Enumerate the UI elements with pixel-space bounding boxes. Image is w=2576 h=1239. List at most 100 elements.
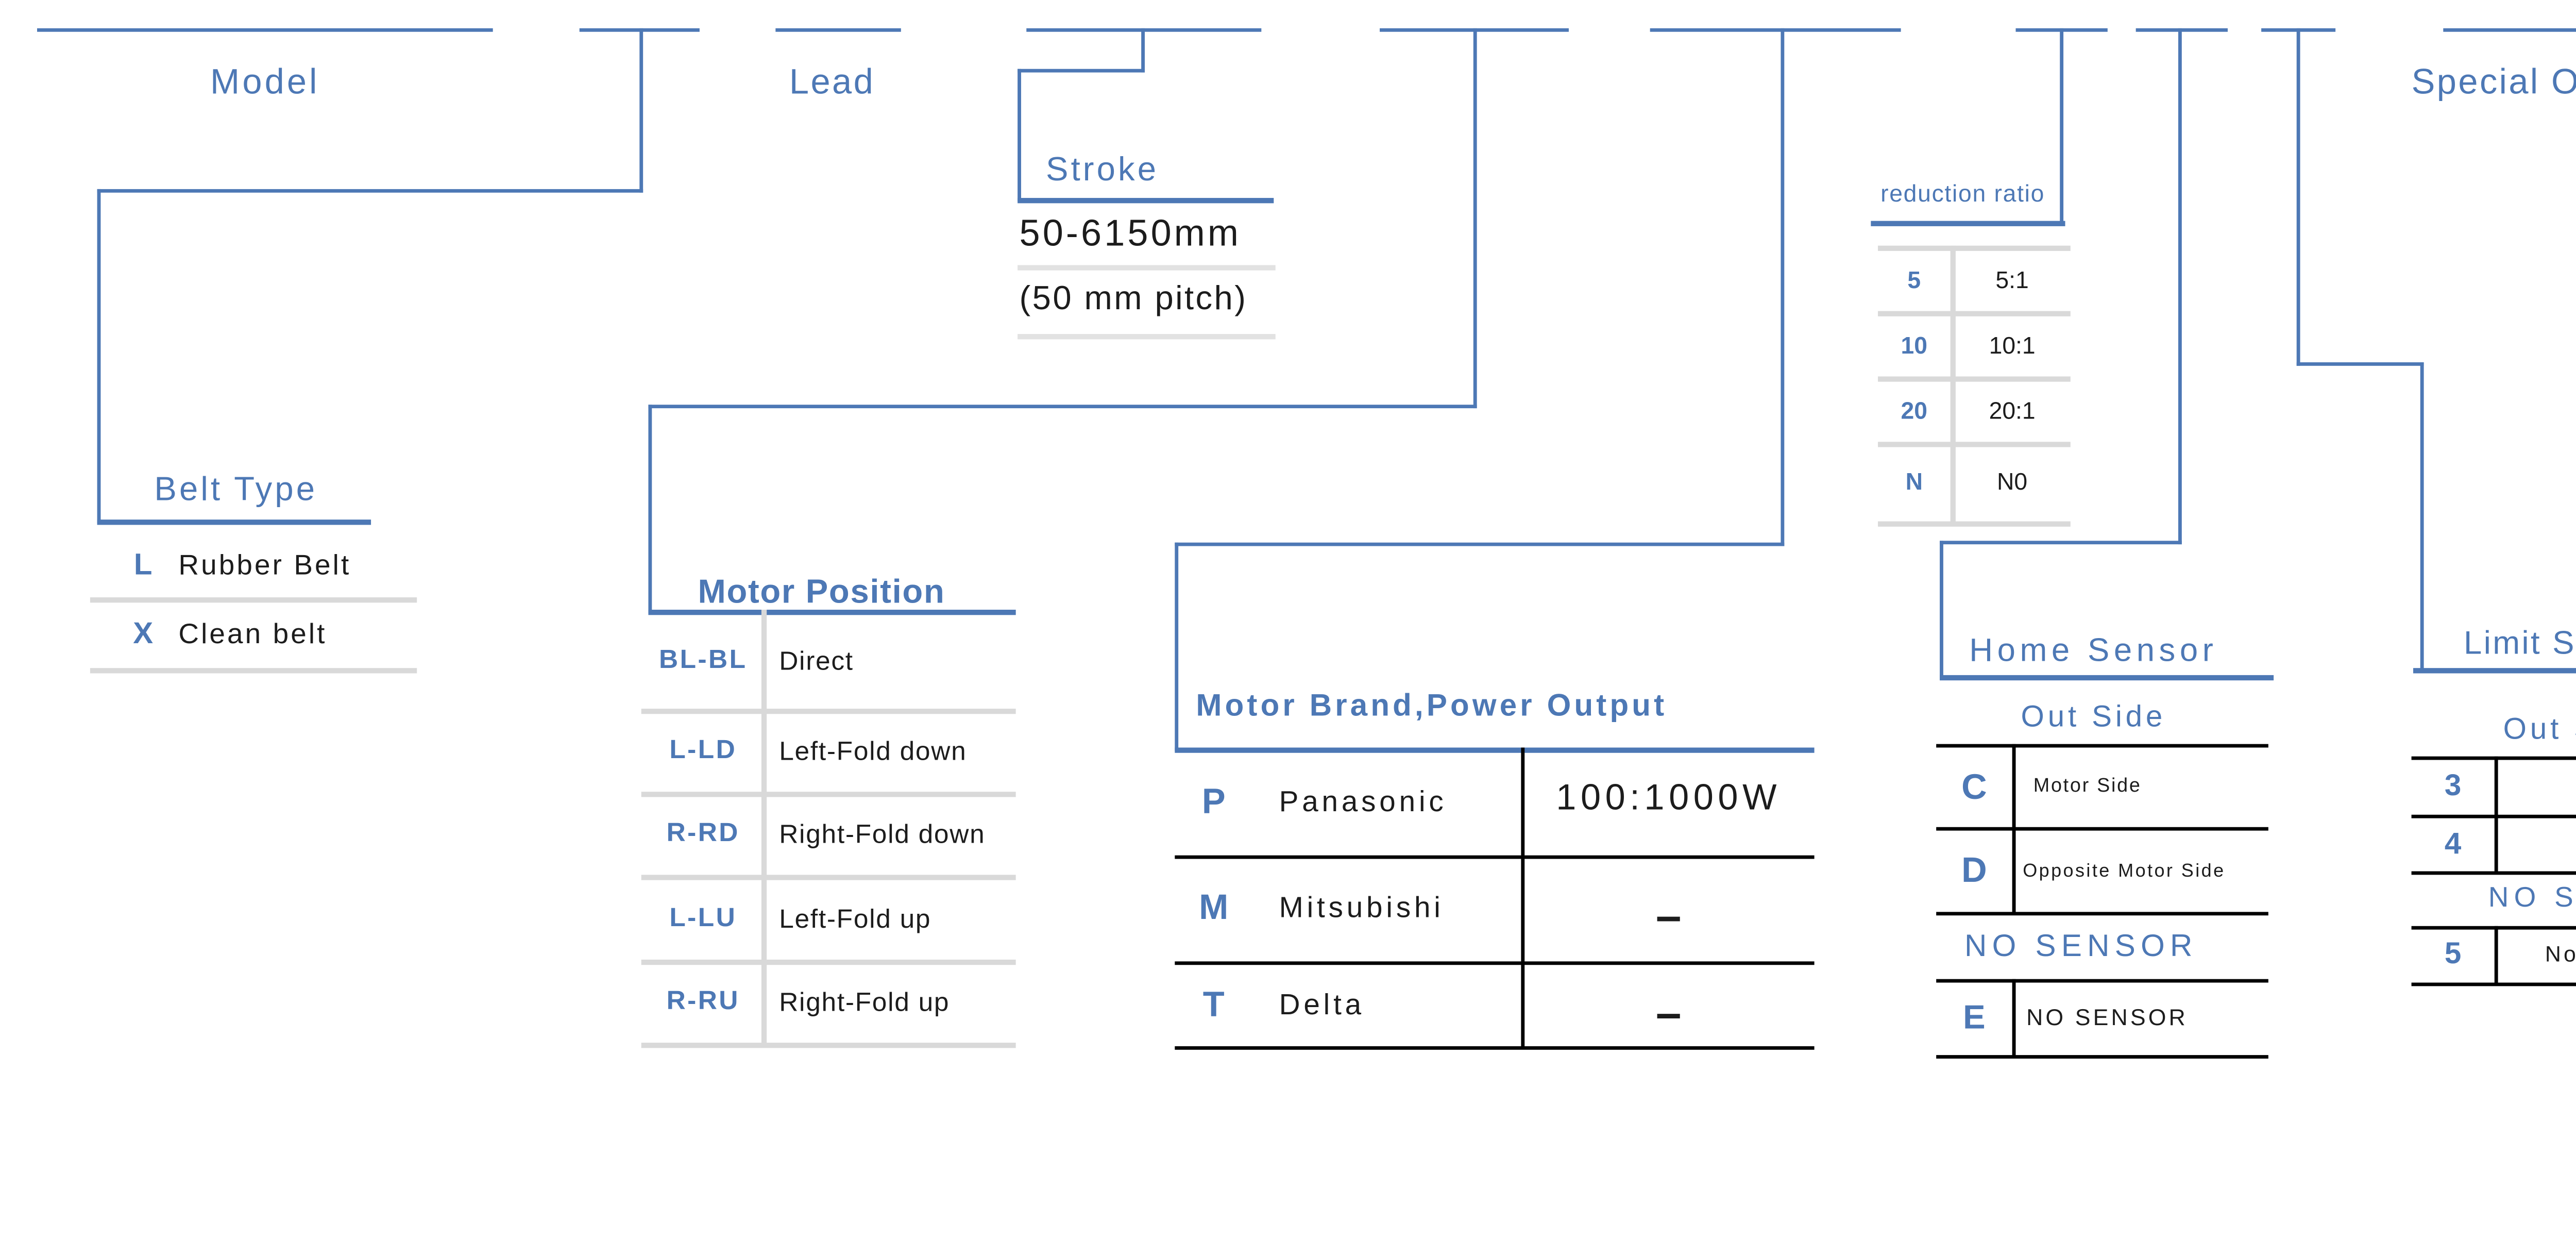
motor-position-column-divider	[761, 610, 766, 1045]
motor-position-row-label: Left-Fold down	[779, 736, 967, 767]
reduction-ratio-row-divider	[1878, 376, 2071, 381]
reduction-ratio-row-label: 5:1	[1995, 266, 2029, 294]
motor-brand-row-brand: Panasonic	[1279, 786, 1447, 818]
motor-position-row-code: BL-BL	[659, 645, 748, 675]
motor-position-row-divider	[641, 875, 1016, 880]
reduction-ratio-row-divider	[1878, 311, 2071, 316]
limit-sensor-heading: Limit Sensor	[2464, 624, 2576, 661]
stroke-underline	[1018, 198, 1274, 204]
reduction-ratio-connector-line	[2060, 28, 2064, 225]
motor-brand-row-code: P	[1201, 783, 1226, 822]
motor-brand-column-divider	[1521, 747, 1524, 1048]
home-sensor-row-code: D	[1961, 851, 1987, 891]
belt-type-row-label: Rubber Belt	[178, 551, 351, 582]
stroke-range-underline	[1018, 265, 1276, 270]
motor-brand-row-power: –	[1655, 986, 1682, 1040]
home-sensor-heading: Home Sensor	[1969, 631, 2218, 668]
motor-position-row-label: Right-Fold down	[779, 820, 986, 850]
belt-type-row-divider	[90, 668, 417, 673]
motor-brand-row-power: –	[1655, 889, 1682, 942]
limit-sensor-row-code: 4	[2444, 827, 2462, 861]
motor-brand-connector-line	[1175, 542, 1785, 547]
limit-sensor-row-divider	[2411, 814, 2576, 817]
home-sensor-row-code: C	[1961, 768, 1987, 808]
motor-position-row-divider	[641, 959, 1016, 964]
reduction-ratio-table-border	[1878, 521, 2071, 526]
reduction-ratio-row-code: N	[1905, 468, 1923, 495]
belt-type-row-code: X	[133, 616, 154, 650]
reduction-ratio-column-divider	[1950, 245, 1955, 525]
limit-sensor-no-sensor-label: No SENSOR	[2545, 942, 2576, 967]
motor-brand-row-divider	[1175, 961, 1815, 964]
motor-position-row-divider	[641, 1043, 1016, 1048]
reduction-ratio-row-code: 20	[1901, 397, 1928, 424]
limit-sensor-row-code: 3	[2444, 768, 2462, 802]
home-sensor-connector-line	[1940, 541, 2182, 545]
special-order-label: Special Order No.	[2411, 63, 2576, 103]
motor-position-connector-line	[648, 405, 653, 613]
motor-brand-heading: Motor Brand,Power Output	[1196, 687, 1668, 723]
reduction-ratio-heading: reduction ratio	[1880, 180, 2045, 207]
model-label: Model	[210, 63, 320, 103]
limit-sensor-no-sensor-code: 5	[2444, 936, 2462, 970]
motor-position-row-label: Left-Fold up	[779, 905, 931, 935]
belt-type-row-divider	[90, 597, 417, 602]
motor-brand-row-divider	[1175, 855, 1815, 858]
home-sensor-table-border	[1936, 912, 2268, 915]
motor-brand-row-power: 100:1000W	[1556, 777, 1782, 818]
motor-position-row-label: Right-Fold up	[779, 987, 950, 1018]
code-segment-special-order	[2443, 28, 2576, 33]
motor-position-row-code: L-LD	[669, 735, 737, 765]
motor-brand-row-brand: Mitsubishi	[1279, 892, 1444, 925]
belt-connector-line	[97, 189, 101, 523]
limit-sensor-no-sensor-heading: NO SENSOR	[2488, 883, 2576, 914]
belt-type-row-label: Clean belt	[178, 620, 327, 650]
reduction-ratio-row-code: 5	[1907, 266, 1921, 294]
limit-sensor-row-label: 1pc	[2495, 778, 2576, 799]
home-sensor-column-divider	[2012, 979, 2015, 1057]
stroke-pitch: (50 mm pitch)	[1019, 281, 1248, 319]
home-sensor-no-sensor-code: E	[1963, 1000, 1986, 1037]
motor-position-row-code: R-RD	[666, 818, 740, 848]
code-segment-motor-brand	[1650, 28, 1901, 33]
motor-brand-row-brand: Delta	[1279, 990, 1365, 1022]
reduction-ratio-row-divider	[1878, 442, 2071, 447]
reduction-ratio-row-label: 10:1	[1989, 332, 2036, 359]
motor-position-row-divider	[641, 792, 1016, 797]
motor-position-row-divider	[641, 709, 1016, 713]
limit-sensor-connector-line	[2296, 362, 2424, 367]
motor-brand-row-code: M	[1199, 889, 1229, 928]
limit-sensor-table-border	[2411, 756, 2576, 759]
reduction-ratio-row-label: N0	[1997, 468, 2028, 495]
lead-label: Lead	[789, 63, 875, 103]
limit-sensor-column-divider	[2494, 926, 2497, 984]
limit-sensor-table-border	[2411, 926, 2576, 929]
stroke-connector-line	[1018, 69, 1022, 202]
code-segment-belt-type	[579, 28, 700, 33]
motor-position-connector-line	[648, 405, 1477, 409]
motor-brand-row-code: T	[1202, 986, 1225, 1025]
reduction-ratio-row-label: 20:1	[1989, 397, 2036, 424]
belt-connector-line	[97, 189, 643, 194]
limit-sensor-connector-line	[2420, 362, 2425, 672]
stroke-pitch-underline	[1018, 334, 1276, 339]
motor-position-row-code: R-RU	[666, 986, 740, 1016]
limit-sensor-row-label: 2pc	[2495, 836, 2576, 857]
home-sensor-connector-line	[1940, 541, 1944, 679]
code-segment-model	[37, 28, 493, 33]
motor-position-row-code: L-LU	[669, 903, 737, 933]
home-sensor-table-border	[1936, 744, 2268, 747]
home-sensor-subheading: Out Side	[2021, 699, 2166, 734]
belt-type-row-code: L	[133, 547, 152, 582]
home-sensor-underline	[1940, 675, 2274, 681]
motor-brand-connector-line	[1175, 542, 1179, 751]
stroke-connector-line	[1018, 69, 1145, 73]
home-sensor-table-border	[1936, 979, 2268, 982]
home-sensor-table-border	[1936, 1055, 2268, 1058]
home-sensor-row-divider	[1936, 827, 2268, 830]
belt-type-heading: Belt Type	[154, 472, 318, 509]
limit-sensor-table-border	[2411, 982, 2576, 985]
home-sensor-no-sensor-label: NO SENSOR	[2026, 1003, 2188, 1031]
home-sensor-no-sensor-heading: NO SENSOR	[1964, 928, 2198, 963]
